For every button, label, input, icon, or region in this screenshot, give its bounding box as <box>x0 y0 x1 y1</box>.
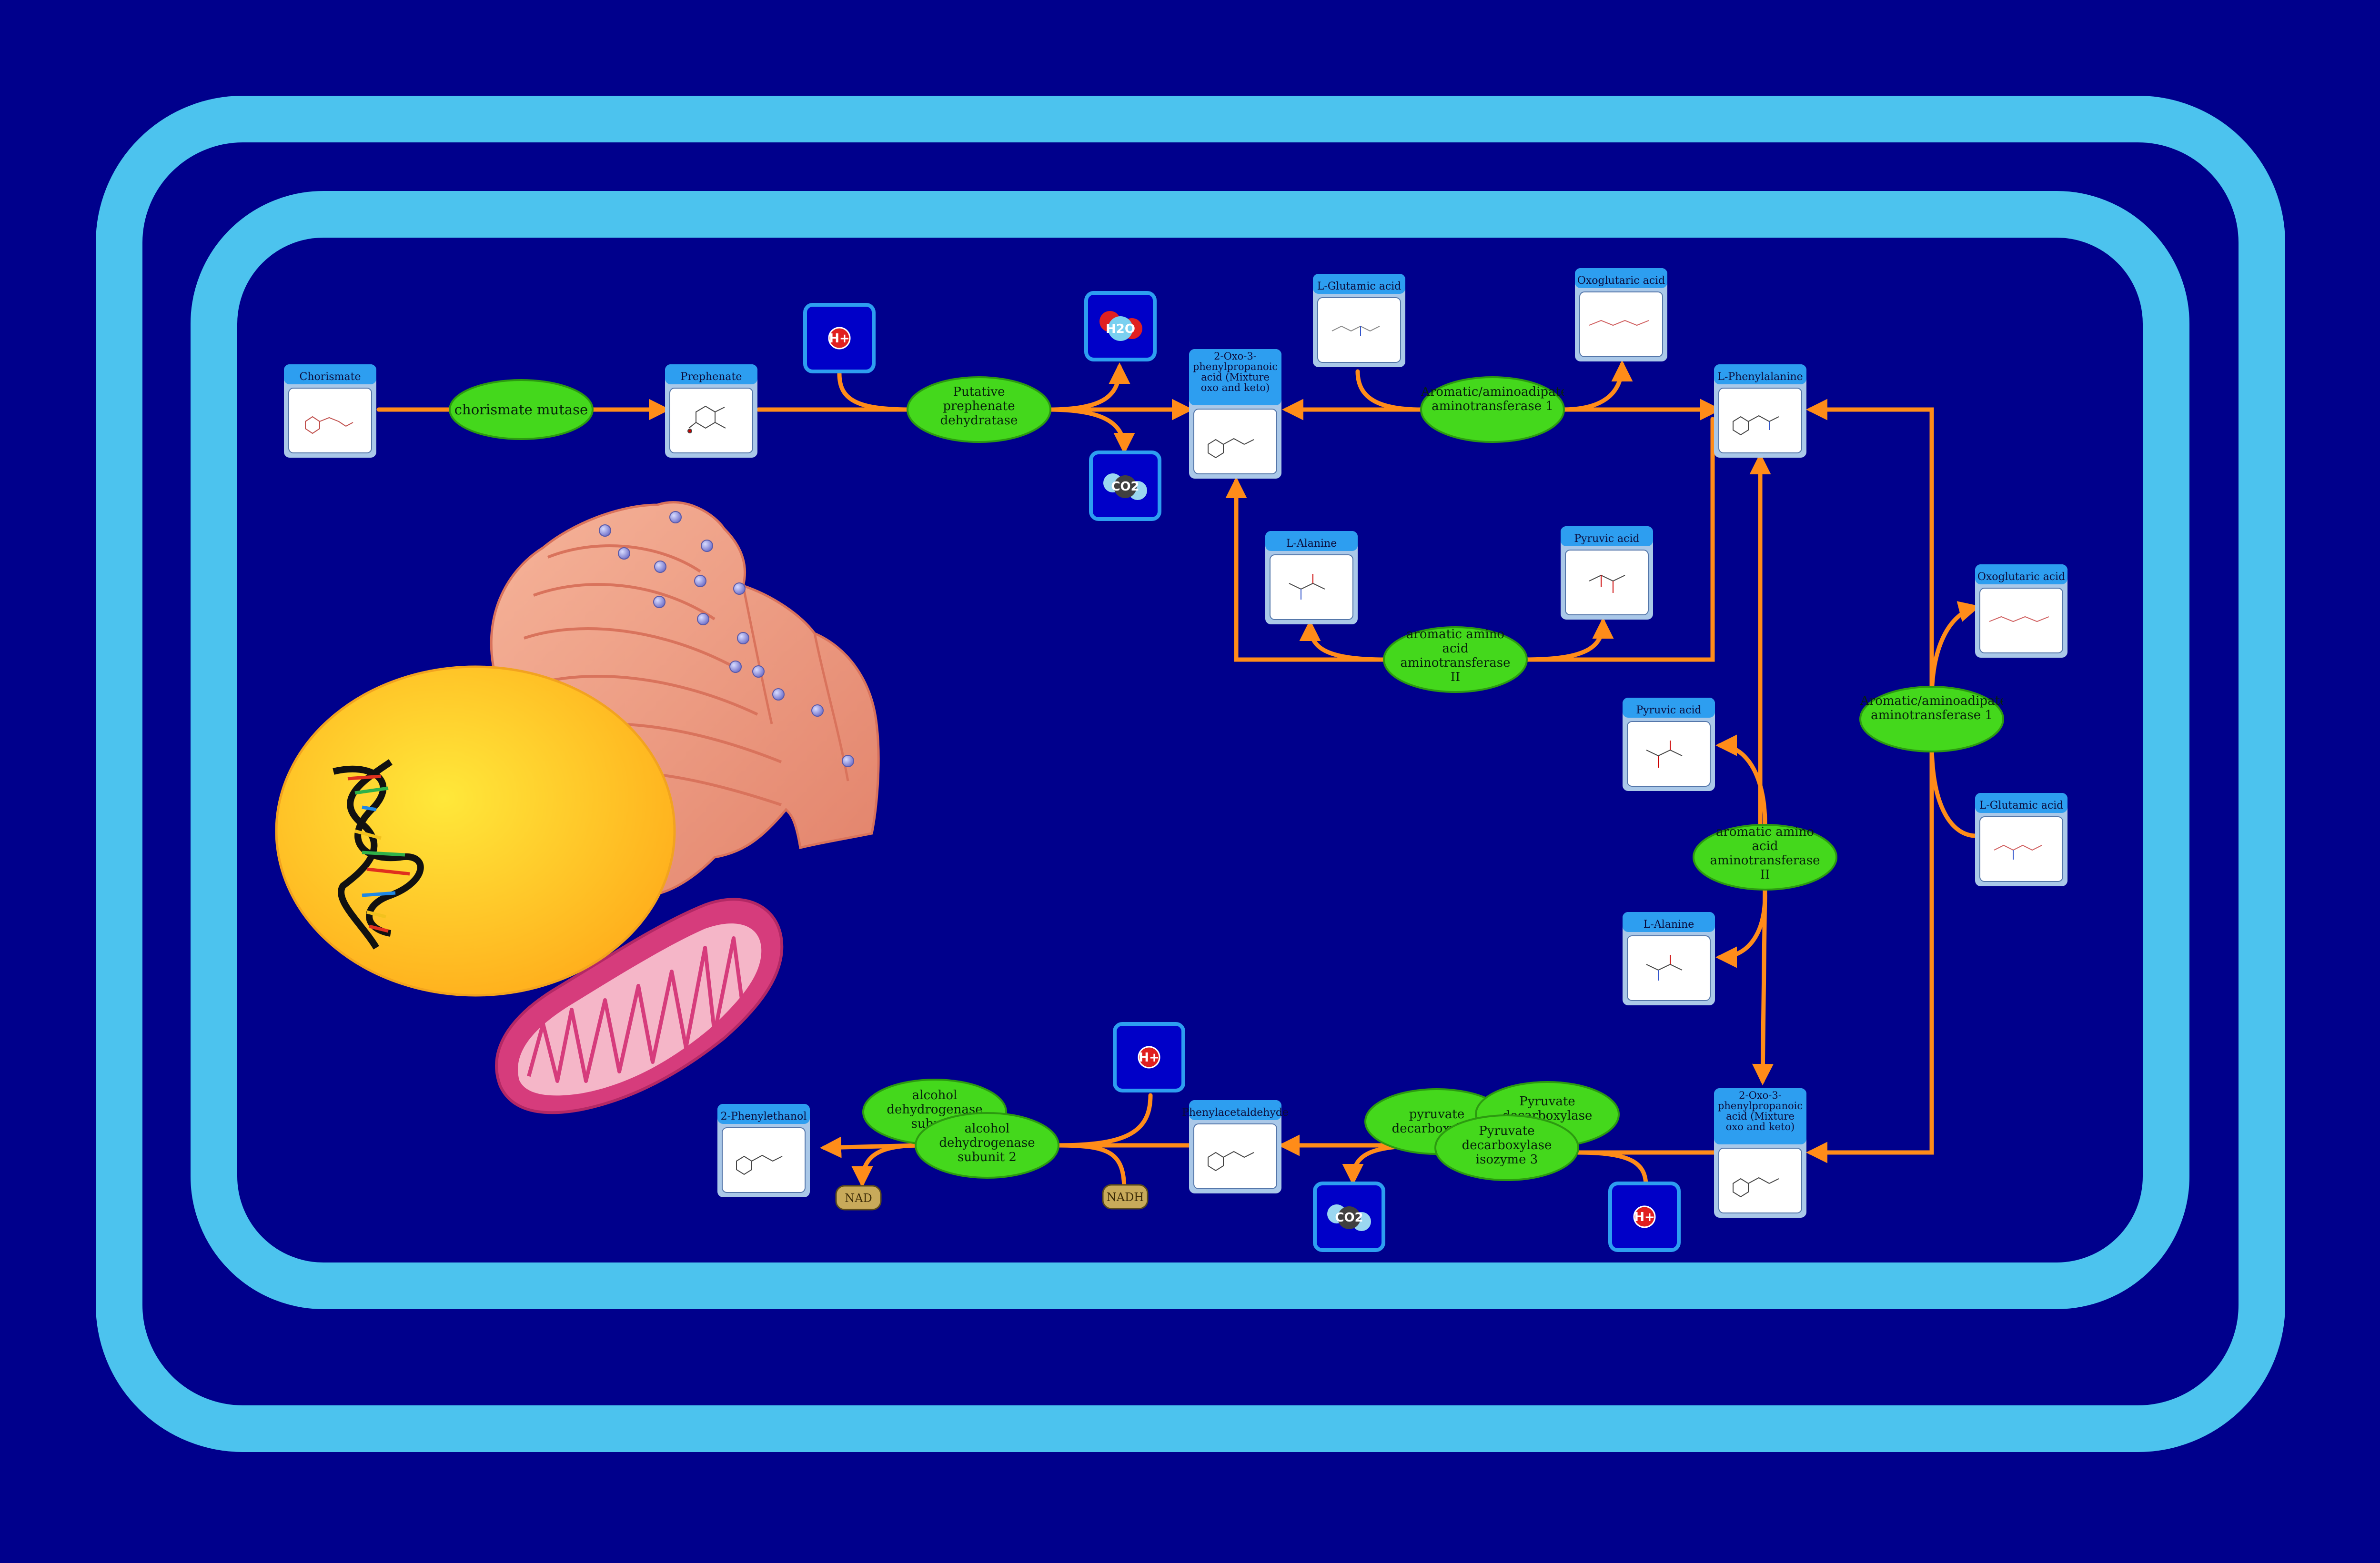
svg-text:NAD: NAD <box>845 1192 872 1205</box>
compound-l-glutamic-acid-right[interactable]: L-Glutamic acid <box>1975 793 2067 886</box>
compound-pyruvic-acid-right[interactable]: Pyruvic acid <box>1623 698 1715 791</box>
compound-l-alanine-right[interactable]: L-Alanine <box>1623 912 1715 1005</box>
structure-icon <box>1994 844 2042 860</box>
enzyme-aat1-top[interactable]: Aromatic/aminoadipate aminotransferase 1 <box>1420 376 1565 443</box>
svg-text:H+: H+ <box>1139 1051 1160 1065</box>
structure-icon <box>305 416 353 434</box>
svg-text:NADH: NADH <box>1107 1191 1144 1204</box>
compound-label: Phenylacetaldehyde <box>1182 1107 1289 1119</box>
svg-text:H2O: H2O <box>1106 322 1135 336</box>
compound-label: L-Alanine <box>1286 538 1337 550</box>
compound-2-oxo-top[interactable]: 2-Oxo-3-phenylpropanoic acid (Mixture ox… <box>1189 349 1281 479</box>
dna-helix-icon <box>333 759 424 950</box>
structure-icon <box>1989 616 2049 622</box>
compound-l-phenylalanine[interactable]: L-Phenylalanine <box>1714 364 1806 458</box>
structure-icon <box>1733 415 1779 436</box>
structure-icon <box>1646 955 1683 981</box>
compound-l-alanine-mid[interactable]: L-Alanine <box>1265 531 1358 624</box>
inner-membrane <box>191 191 2189 1309</box>
compound-label: Chorismate <box>300 371 361 383</box>
structure-icon <box>1589 574 1625 593</box>
enzyme-aat2-right[interactable]: aromatic amino acid aminotransferase II <box>1693 824 1837 892</box>
enzyme-chorismate-mutase[interactable]: chorismate mutase <box>449 379 594 440</box>
proton-icon-bottom-right[interactable]: H+ <box>1608 1182 1681 1252</box>
compound-phenylacetaldehyde[interactable]: Phenylacetaldehyde <box>1182 1100 1289 1193</box>
compound-2-oxo-bottom[interactable]: 2-Oxo-3-phenylpropanoic acid (Mixture ox… <box>1714 1088 1806 1218</box>
structure-icon <box>1733 1177 1779 1198</box>
proton-icon-bottom-left[interactable]: H+ <box>1113 1022 1185 1092</box>
outer-membrane <box>96 96 2285 1452</box>
compound-chorismate[interactable]: Chorismate <box>284 364 376 458</box>
golgi-vesicles <box>599 511 854 767</box>
cofactor-nad[interactable]: NAD <box>835 1185 882 1211</box>
svg-text:CO2: CO2 <box>1111 480 1139 494</box>
svg-text:chorismate mutase: chorismate mutase <box>454 401 588 418</box>
cofactor-nadh[interactable]: NADH <box>1102 1184 1149 1210</box>
proton-icon-top[interactable]: H+ <box>803 303 876 373</box>
svg-text:H+: H+ <box>829 331 850 346</box>
compound-label: 2-Oxo-3-phenylpropanoic acid (Mixture ox… <box>1717 1090 1803 1132</box>
compound-label: 2-Oxo-3-phenylpropanoic acid (Mixture ox… <box>1192 351 1278 393</box>
water-molecule-icon[interactable]: H2O <box>1084 291 1157 361</box>
compound-l-glutamic-acid-top[interactable]: L-Glutamic acid <box>1313 274 1405 367</box>
structure-icon <box>736 1154 783 1175</box>
structure-icon <box>1646 741 1683 768</box>
compound-label: 2-Phenylethanol <box>721 1111 807 1122</box>
compound-pyruvic-acid-mid[interactable]: Pyruvic acid <box>1561 526 1653 620</box>
compound-label: Prephenate <box>681 371 742 383</box>
enzyme-aat2-mid[interactable]: aromatic amino acid aminotransferase II <box>1383 626 1528 694</box>
compound-label: Pyruvic acid <box>1636 704 1701 716</box>
compound-label: L-Alanine <box>1644 919 1694 931</box>
enzyme-aat1-right[interactable]: Aromatic/aminoadipate aminotransferase 1 <box>1859 686 2004 752</box>
compound-label: L-Glutamic acid <box>1979 800 2064 812</box>
compound-label: Pyruvic acid <box>1574 533 1639 545</box>
compound-2-phenylethanol[interactable]: 2-Phenylethanol <box>717 1104 810 1197</box>
structure-icon <box>687 405 726 433</box>
structure-icon <box>1289 574 1325 600</box>
structure-icon <box>1589 320 1649 326</box>
co2-icon-bottom[interactable]: CO2 <box>1313 1182 1385 1252</box>
compound-label: Oxoglutaric acid <box>1977 571 2065 583</box>
compound-label: Oxoglutaric acid <box>1577 275 1665 287</box>
compound-prephenate[interactable]: Prephenate <box>665 364 757 458</box>
mitochondrion <box>495 898 784 1114</box>
enzyme-alcohol-dehydrogenase-2[interactable]: alcohol dehydrogenase subunit 2 <box>915 1112 1059 1179</box>
svg-text:CO2: CO2 <box>1335 1211 1363 1225</box>
structure-icon <box>1331 325 1380 336</box>
compound-label: L-Glutamic acid <box>1317 281 1402 292</box>
structure-icon <box>1208 438 1254 459</box>
reaction-arrows <box>376 360 1980 1193</box>
co2-icon-top[interactable]: CO2 <box>1089 451 1161 521</box>
enzyme-prephenate-dehydratase[interactable]: Putative prephenate dehydratase <box>907 376 1051 443</box>
structure-icon <box>1208 1151 1254 1172</box>
nucleus <box>275 665 676 997</box>
compound-label: L-Phenylalanine <box>1717 371 1803 383</box>
compound-oxoglutaric-acid-top[interactable]: Oxoglutaric acid <box>1575 268 1667 361</box>
svg-text:H+: H+ <box>1634 1210 1655 1224</box>
compound-oxoglutaric-acid-right[interactable]: Oxoglutaric acid <box>1975 564 2067 658</box>
enzyme-pyruvate-decarboxylase-3[interactable]: Pyruvate decarboxylase isozyme 3 <box>1434 1114 1579 1181</box>
